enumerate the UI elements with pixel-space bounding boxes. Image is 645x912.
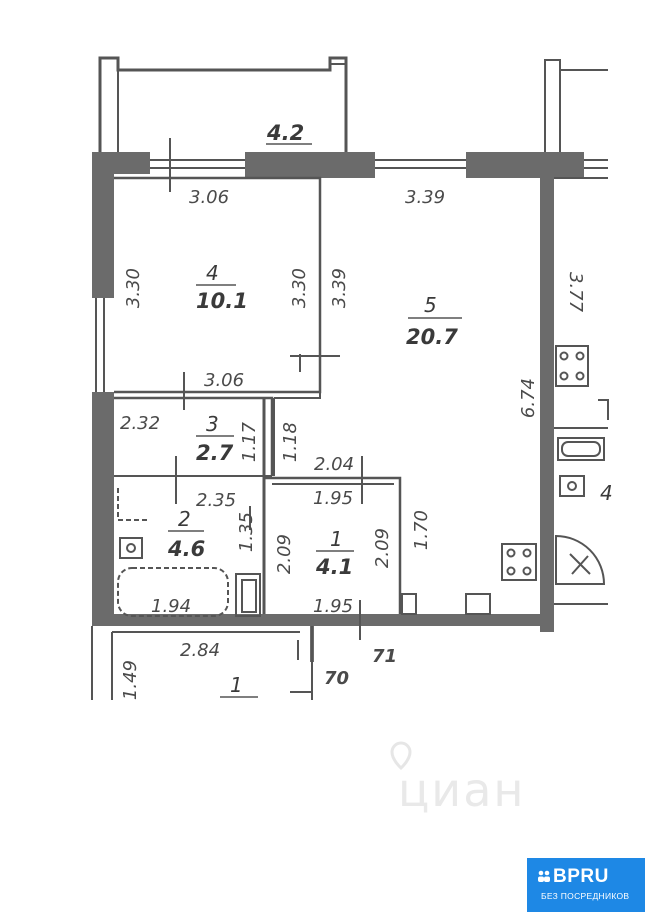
dim-room4-right: 3.30 bbox=[289, 268, 310, 308]
room-labels: 4.2 4 10.1 5 20.7 3 2.7 2 4.6 1 4.1 1 4 bbox=[167, 121, 613, 698]
dimension-labels: 3.06 3.06 3.30 3.30 3.39 3.39 6.74 2.32 … bbox=[120, 187, 586, 700]
dim-lower-height: 1.49 bbox=[120, 660, 141, 700]
dim-hall-height: 1.18 bbox=[280, 422, 301, 462]
dim-hall-width: 2.04 bbox=[314, 454, 354, 475]
dim-room1-right: 2.09 bbox=[372, 528, 393, 568]
dim-bath-width: 2.35 bbox=[196, 490, 236, 511]
room1-number: 1 bbox=[330, 527, 343, 551]
dim-room4-left: 3.30 bbox=[123, 268, 144, 308]
room2-number: 2 bbox=[178, 507, 191, 531]
room2-area: 4.6 bbox=[167, 537, 205, 561]
neighbor-room-number: 4 bbox=[600, 481, 613, 505]
dim-wall-70: 70 bbox=[324, 668, 349, 689]
room3-number: 3 bbox=[206, 412, 219, 436]
watermark-text: циан bbox=[398, 763, 525, 817]
people-icon bbox=[538, 870, 550, 882]
dim-room3-height: 1.17 bbox=[239, 421, 260, 462]
dim-room1-side: 1.70 bbox=[411, 510, 432, 550]
dim-room1-top: 1.95 bbox=[313, 488, 353, 509]
balcony-area: 4.2 bbox=[266, 121, 304, 145]
dim-room4-bottom: 3.06 bbox=[204, 370, 244, 391]
dim-bath-inner: 2.09 bbox=[274, 534, 295, 574]
dim-lower-width: 2.84 bbox=[180, 640, 220, 661]
dim-room5-top: 3.39 bbox=[405, 187, 445, 208]
dim-room5-left: 3.39 bbox=[329, 268, 350, 308]
dim-neighbor-height: 3.77 bbox=[565, 272, 586, 313]
watermark-pin-icon bbox=[390, 741, 412, 771]
badge-title: BPRU bbox=[553, 866, 609, 887]
dim-room3-width: 2.32 bbox=[120, 413, 160, 434]
badge-subtitle: БЕЗ ПОСРЕДНИКОВ bbox=[541, 891, 630, 901]
room5-number: 5 bbox=[424, 293, 437, 317]
room1-area: 4.1 bbox=[315, 555, 353, 579]
bpru-badge: BPRU БЕЗ ПОСРЕДНИКОВ bbox=[527, 858, 645, 912]
dim-wall-71: 71 bbox=[372, 646, 397, 667]
dim-tub-length: 1.94 bbox=[151, 596, 191, 617]
room3-area: 2.7 bbox=[196, 441, 234, 465]
dim-room5-right: 6.74 bbox=[518, 378, 539, 418]
dim-room4-top: 3.06 bbox=[189, 187, 229, 208]
watermark: циан bbox=[390, 741, 525, 817]
room4-area: 10.1 bbox=[196, 289, 248, 313]
room5-area: 20.7 bbox=[406, 325, 458, 349]
room4-number: 4 bbox=[206, 261, 219, 285]
dim-room1-bottom: 1.95 bbox=[313, 596, 353, 617]
lower-room-number: 1 bbox=[230, 673, 243, 697]
dim-bath-height: 1.35 bbox=[236, 512, 257, 552]
